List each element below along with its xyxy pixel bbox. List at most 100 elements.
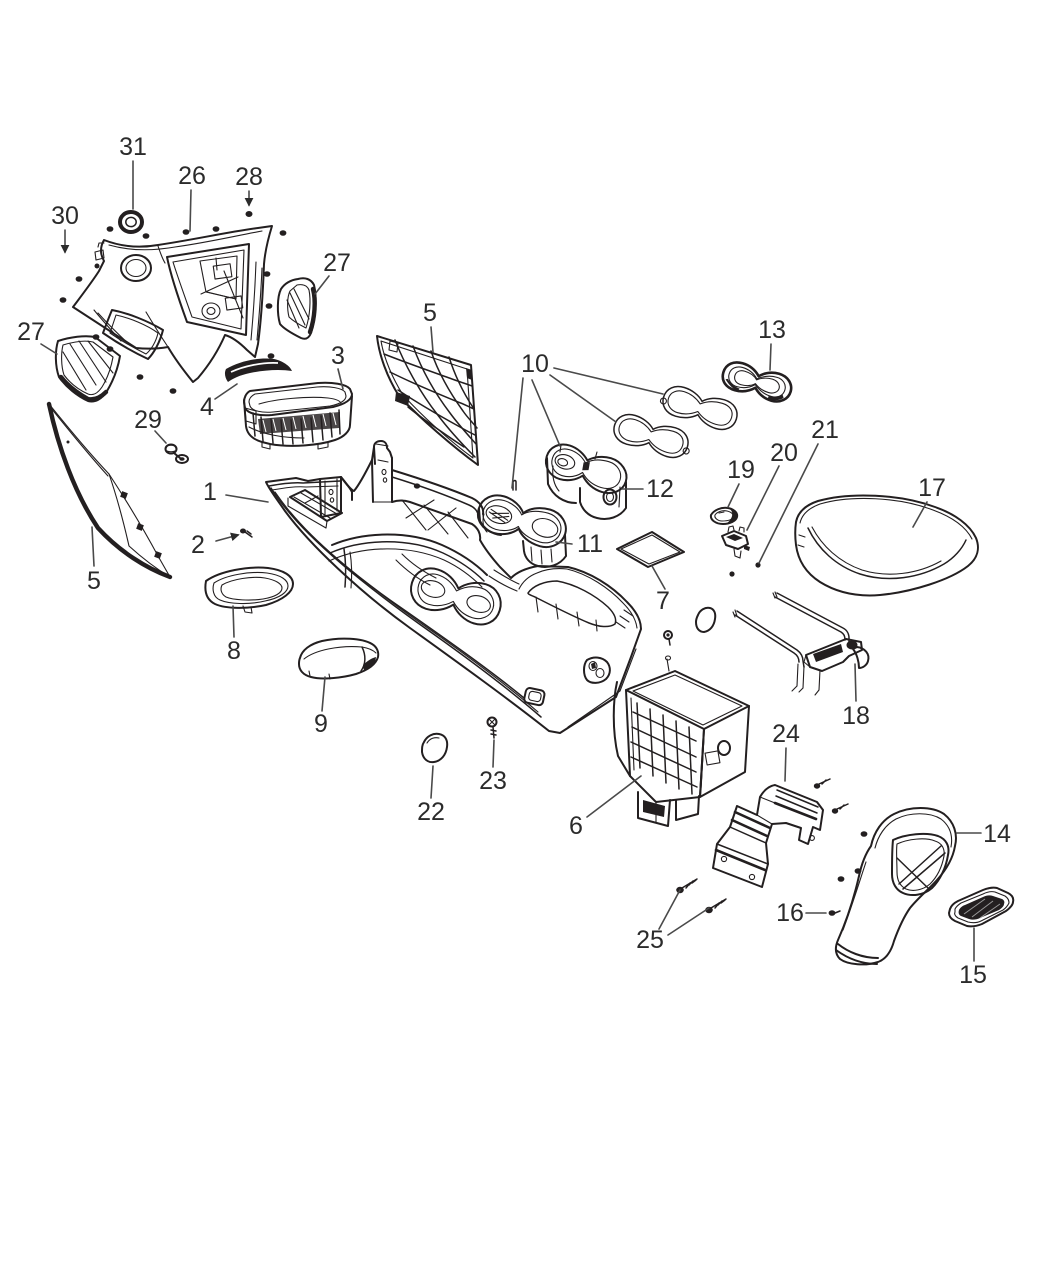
callout-19: 19 (727, 456, 755, 508)
parts-artwork (46, 210, 1015, 966)
callout-28: 28 (235, 163, 263, 207)
part-5-net-drawing (376, 335, 479, 466)
part-1-console-body-drawing (265, 440, 642, 734)
callout-16-label: 16 (776, 899, 804, 927)
callout-8-leader-0 (232, 605, 235, 638)
callout-28-label: 28 (235, 163, 263, 191)
screw-28 (245, 211, 253, 217)
callout-25-leader-0 (658, 889, 681, 930)
part-4-lens-drawing (224, 358, 292, 382)
callout-23-leader-0 (492, 739, 495, 768)
callout-12: 12 (621, 475, 674, 503)
part-7-pad-drawing (616, 531, 685, 568)
callout-7: 7 (651, 565, 670, 615)
callout-9-label: 9 (314, 710, 328, 738)
callout-5a-leader-0 (430, 326, 434, 353)
part-18-hinge-drawing (732, 591, 870, 696)
callout-5b-label: 5 (87, 567, 101, 595)
callout-29-leader-0 (154, 430, 167, 444)
part-6-storage-bin-drawing (612, 655, 750, 827)
screw-below-7 (663, 630, 673, 646)
callout-25-label: 25 (636, 926, 664, 954)
oval-cap-drawing (695, 606, 717, 633)
callout-20-label: 20 (770, 439, 798, 467)
callout-25: 25 (636, 889, 710, 954)
callout-14-label: 14 (983, 820, 1011, 848)
callout-1: 1 (203, 478, 269, 506)
part-27-right-vent-drawing (276, 277, 317, 340)
screws-24 (813, 778, 849, 814)
callout-29-label: 29 (134, 406, 162, 434)
part-3-tray-drawing (243, 381, 353, 450)
callout-7-leader-0 (651, 565, 666, 590)
callout-1-label: 1 (203, 478, 217, 506)
callout-21: 21 (758, 416, 839, 564)
callout-27a-label: 27 (323, 249, 351, 277)
callout-21-label: 21 (811, 416, 839, 444)
callout-22: 22 (417, 765, 445, 826)
callout-11: 11 (555, 530, 603, 558)
callout-4: 4 (200, 383, 238, 421)
callout-22-label: 22 (417, 798, 445, 826)
callout-10-leader-3 (553, 367, 664, 395)
callout-13: 13 (758, 316, 786, 371)
callout-1-leader-0 (225, 494, 269, 503)
callout-9-leader-0 (321, 676, 326, 712)
callout-21-leader-0 (758, 443, 819, 564)
callout-24: 24 (772, 720, 800, 782)
callout-5a-label: 5 (423, 299, 437, 327)
callout-5b: 5 (87, 526, 101, 595)
callout-8: 8 (227, 605, 241, 665)
part-26-bezel-drawing (72, 225, 273, 383)
callout-4-label: 4 (200, 393, 214, 421)
part-19-latch-button-drawing (709, 506, 739, 525)
callout-12-label: 12 (646, 475, 674, 503)
callout-6: 6 (569, 775, 642, 840)
part-9-pad-drawing (298, 637, 380, 680)
part-29-push-pin-drawing (164, 443, 189, 464)
part-17-armrest-lid-drawing (794, 494, 979, 597)
callout-30: 30 (51, 202, 79, 254)
callout-23: 23 (479, 739, 507, 795)
callout-27b-leader-0 (40, 343, 58, 355)
callout-10-leader-1 (531, 379, 561, 447)
callout-13-label: 13 (758, 316, 786, 344)
callout-18-leader-0 (854, 663, 857, 702)
callout-8-label: 8 (227, 637, 241, 665)
part-15-rubber-mat-drawing (948, 886, 1015, 928)
callout-6-label: 6 (569, 812, 583, 840)
callout-29: 29 (134, 406, 167, 444)
callout-17: 17 (912, 474, 946, 528)
part-10-gasket-ring-right-drawing (659, 385, 738, 431)
callout-3-leader-0 (337, 368, 344, 390)
callout-27b: 27 (17, 318, 58, 355)
callout-27b-label: 27 (17, 318, 45, 346)
callout-3-label: 3 (331, 342, 345, 370)
callout-25-leader-1 (667, 907, 710, 936)
part-13-cupholder-bezel-drawing (721, 361, 793, 403)
callout-15-label: 15 (959, 961, 987, 989)
part-8-shifter-bezel-drawing (204, 566, 294, 614)
screws-25 (676, 878, 727, 914)
callout-10-leader-2 (549, 374, 617, 423)
callout-5b-leader-0 (91, 526, 95, 567)
part-14-rear-trim-drawing (834, 807, 957, 966)
callout-9: 9 (314, 676, 328, 738)
callout-2-leader-0 (215, 532, 240, 542)
callout-27a-leader-0 (314, 275, 330, 295)
callout-2: 2 (191, 531, 240, 559)
part-24-bracket-drawing (712, 784, 824, 888)
callout-22-leader-0 (430, 765, 434, 799)
callout-18-label: 18 (842, 702, 870, 730)
part-27-left-vent-drawing (54, 335, 121, 403)
part-12-cupholder-insert-drawing (545, 443, 628, 520)
callout-11-leader-0 (555, 541, 573, 545)
callout-16: 16 (776, 899, 827, 927)
callout-5a: 5 (423, 299, 437, 353)
callout-4-leader-0 (214, 383, 238, 400)
callout-24-label: 24 (772, 720, 800, 748)
part-20-latch-bracket-drawing (721, 525, 750, 559)
callout-20: 20 (746, 439, 798, 531)
callout-19-leader-0 (727, 483, 740, 508)
